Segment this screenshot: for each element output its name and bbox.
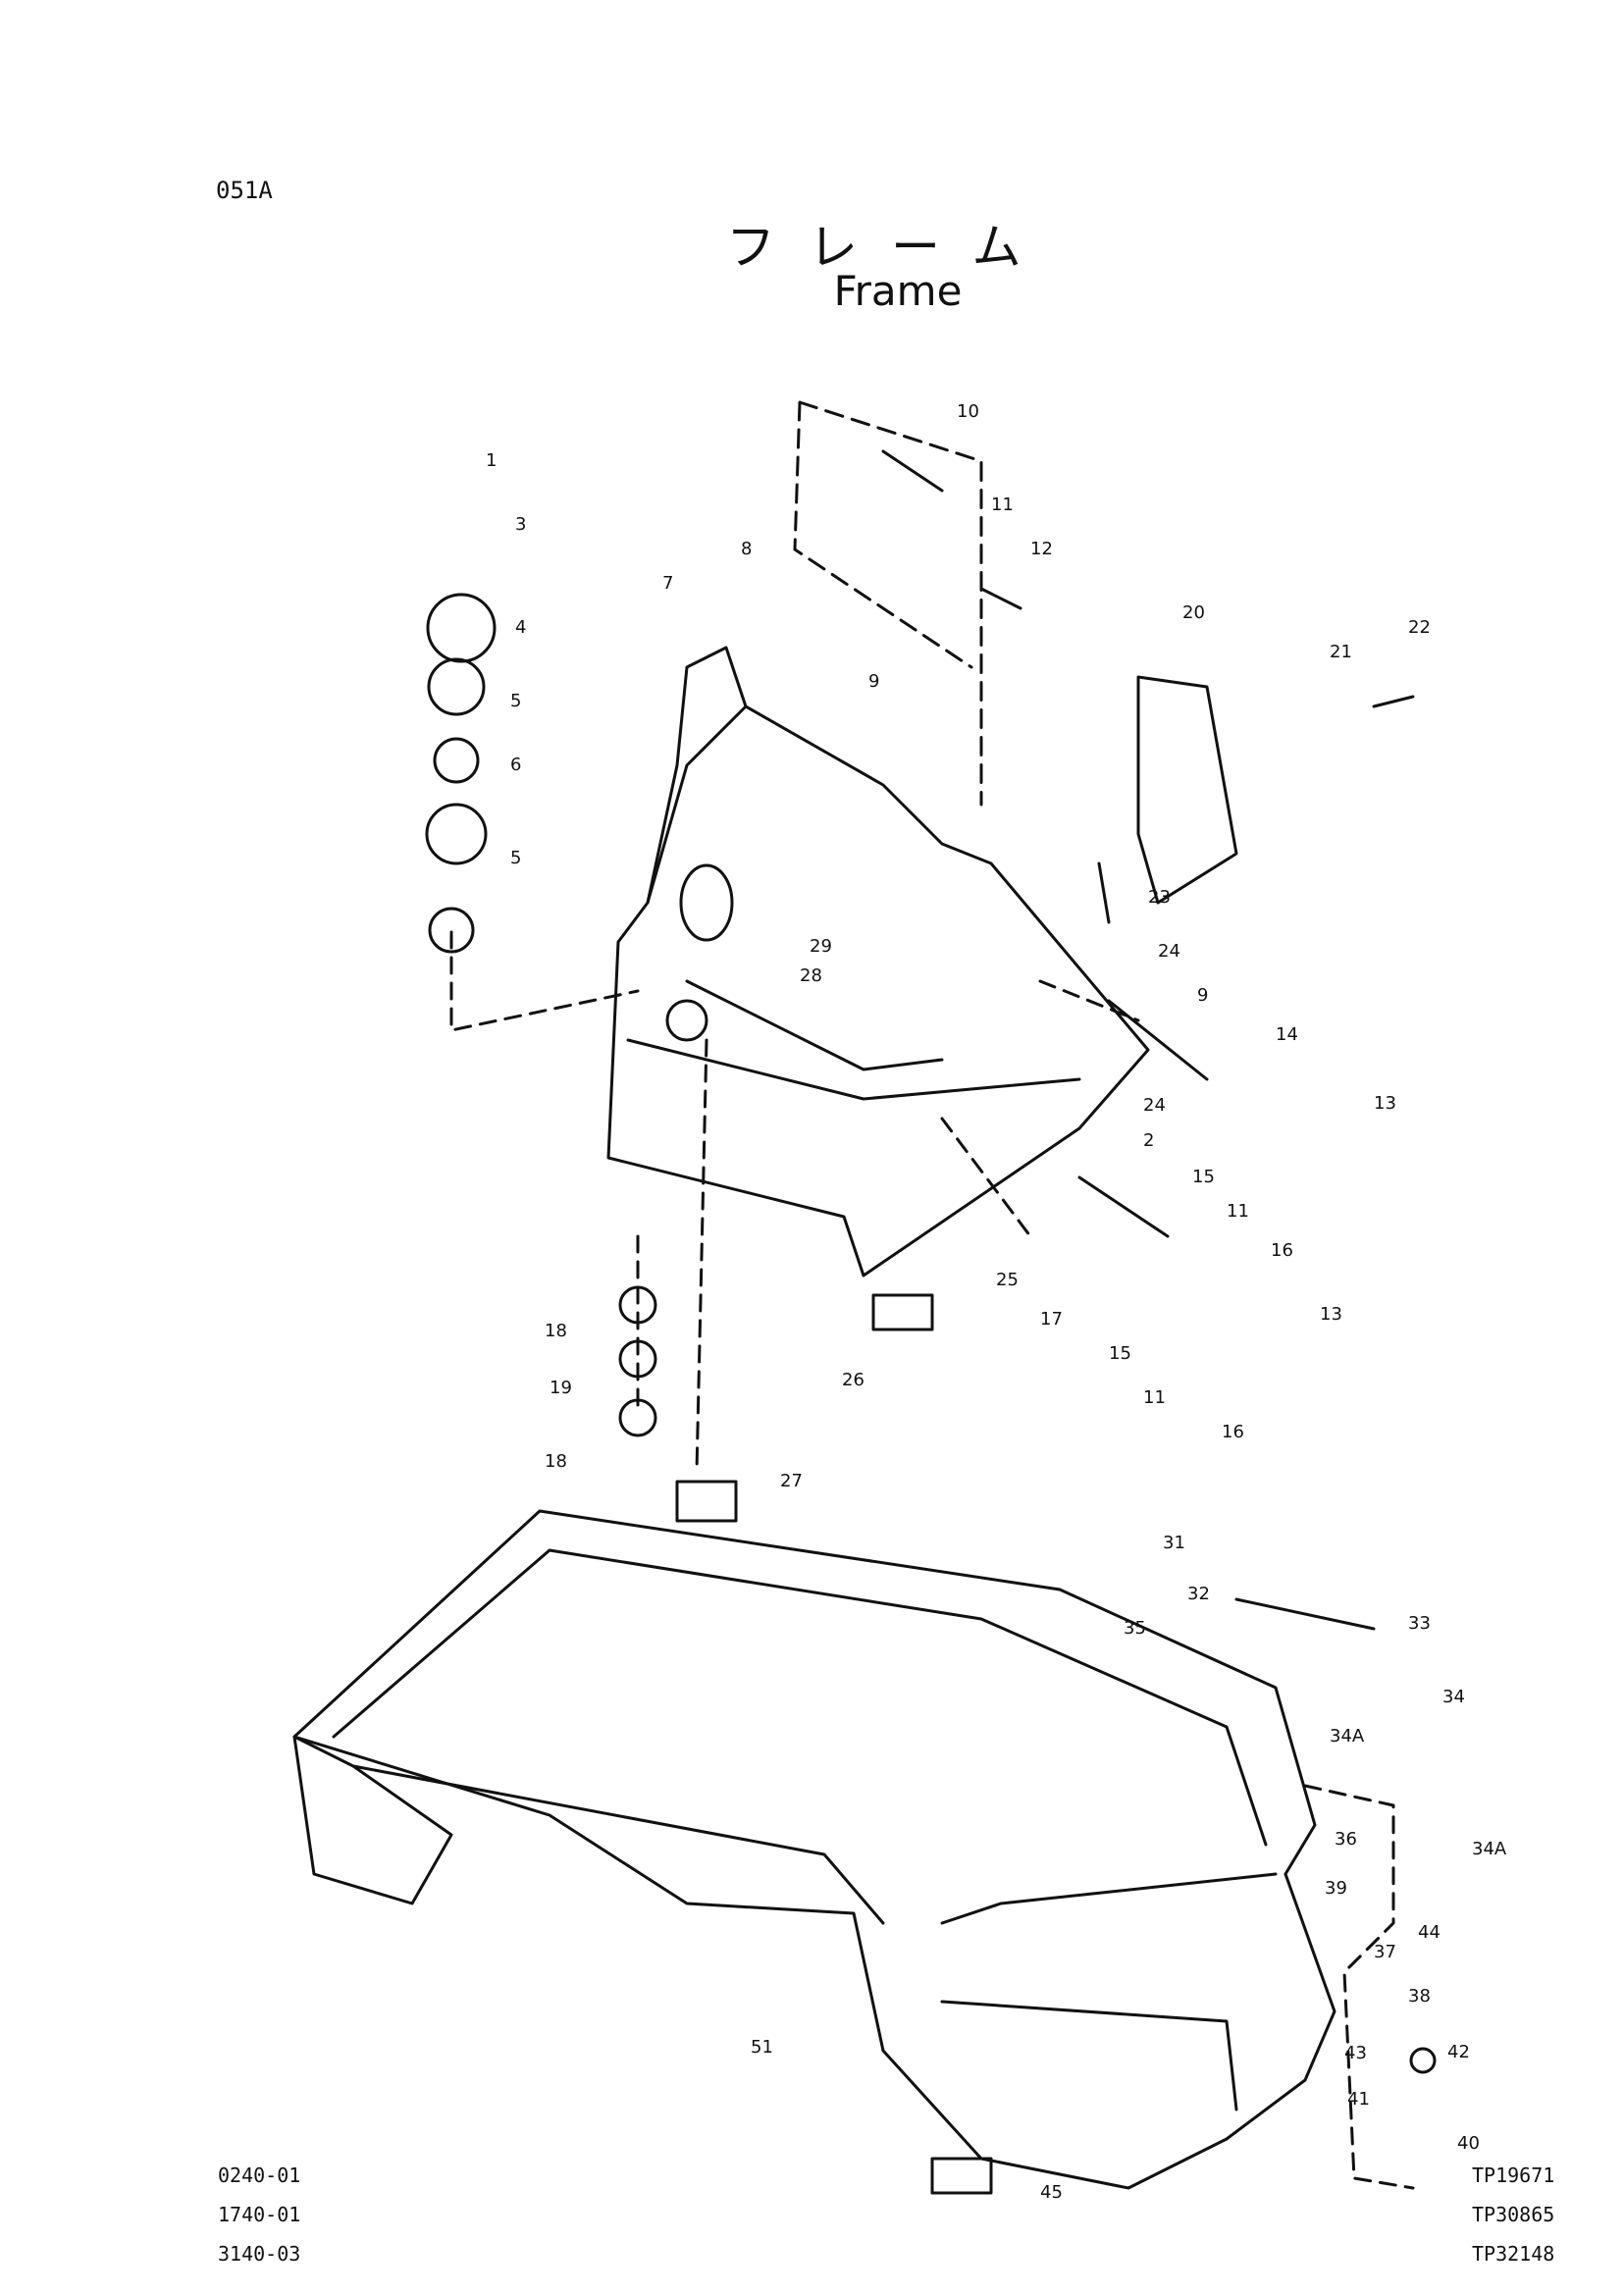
part-callout-13: 13: [1320, 1304, 1342, 1325]
leader-pins: [940, 979, 1140, 1238]
part-callout-28: 28: [800, 965, 822, 986]
ref-code: 0240-01: [218, 2164, 301, 2187]
part-callout-26: 26: [842, 1370, 864, 1390]
part-callout-23: 23: [1148, 887, 1171, 908]
washer-part: [618, 1398, 657, 1437]
washer-part: [618, 1339, 657, 1379]
part-callout-11: 11: [991, 495, 1014, 515]
washer-part: [426, 593, 497, 663]
left-end-plate: [292, 1735, 453, 1905]
washer-part: [428, 907, 475, 954]
ref-code: 1740-01: [218, 2203, 301, 2226]
part-callout-34A: 34A: [1472, 1839, 1507, 1859]
part-callout-36: 36: [1335, 1829, 1357, 1850]
leader-right-stack: [1303, 1784, 1415, 2190]
part-callout-43: 43: [1344, 2043, 1367, 2063]
part-callout-31: 31: [1163, 1533, 1185, 1553]
boss-bore: [679, 863, 734, 942]
part-callout-16: 16: [1222, 1422, 1244, 1442]
part-callout-8: 8: [741, 539, 752, 559]
part-callout-11: 11: [1227, 1201, 1249, 1222]
washer-part: [427, 657, 486, 716]
rubber-mount: [675, 1480, 738, 1523]
link-bar: [1234, 1597, 1376, 1631]
part-callout-41: 41: [1347, 2089, 1370, 2110]
swing-bracket-inner: [626, 704, 1081, 1101]
part-callout-42: 42: [1447, 2042, 1470, 2062]
part-callout-10: 10: [957, 401, 979, 422]
part-callout-18: 18: [545, 1451, 567, 1472]
swing-bracket-hole: [665, 999, 708, 1042]
revolving-frame: [292, 1509, 1336, 2190]
dashed-bracket-top: [793, 400, 983, 807]
part-callout-3: 3: [515, 514, 526, 535]
part-callout-12: 12: [1030, 539, 1053, 559]
part-callout-24: 24: [1158, 941, 1180, 962]
bolt-part: [979, 587, 1415, 924]
tp-code: TP19671: [1472, 2164, 1555, 2187]
part-callout-39: 39: [1325, 1878, 1347, 1899]
part-callout-9: 9: [1197, 985, 1208, 1006]
part-callout-35: 35: [1124, 1618, 1146, 1639]
part-callout-13: 13: [1374, 1093, 1396, 1114]
pin-part: [881, 449, 1209, 1238]
part-callout-22: 22: [1408, 617, 1431, 638]
tp-code: TP32148: [1472, 2242, 1555, 2266]
leader-mount-stack: [449, 930, 640, 1032]
pin-part-40: [1409, 2047, 1437, 2074]
part-callout-16: 16: [1271, 1240, 1293, 1261]
part-callout-6: 6: [510, 755, 521, 775]
part-callout-1: 1: [486, 450, 497, 471]
part-callout-33: 33: [1408, 1613, 1431, 1634]
ref-code: 3140-03: [218, 2242, 301, 2266]
part-callout-40: 40: [1457, 2133, 1480, 2154]
part-callout-21: 21: [1330, 642, 1352, 662]
part-callout-32: 32: [1187, 1584, 1210, 1604]
part-callout-18: 18: [545, 1321, 567, 1341]
washer-part: [425, 803, 488, 865]
block-part: [930, 2157, 993, 2195]
part-callout-9: 9: [868, 671, 879, 692]
part-callout-51: 51: [751, 2037, 773, 2058]
part-callout-2: 2: [1143, 1130, 1154, 1151]
cover-plate: [1136, 675, 1238, 905]
part-callout-5: 5: [510, 691, 521, 711]
part-callout-4: 4: [515, 617, 526, 638]
part-callout-24: 24: [1143, 1095, 1166, 1116]
part-callout-27: 27: [780, 1471, 803, 1491]
part-callout-44: 44: [1418, 1922, 1441, 1943]
part-callout-34A: 34A: [1330, 1726, 1365, 1747]
part-callout-45: 45: [1040, 2182, 1063, 2203]
part-callout-19: 19: [550, 1378, 572, 1398]
part-callout-7: 7: [662, 573, 673, 594]
part-callout-37: 37: [1374, 1942, 1396, 1962]
part-callout-38: 38: [1408, 1986, 1431, 2007]
leader-vertical: [636, 1038, 708, 1474]
tp-code: TP30865: [1472, 2203, 1555, 2226]
title-japanese: フレーム: [726, 219, 1055, 276]
part-callout-15: 15: [1192, 1167, 1215, 1187]
part-callout-25: 25: [996, 1270, 1019, 1290]
swing-bracket: [606, 646, 1150, 1277]
part-callout-17: 17: [1040, 1309, 1063, 1329]
part-callout-5: 5: [510, 848, 521, 868]
page-code: 051A: [216, 177, 273, 204]
revolving-frame-inner: [332, 1548, 1278, 2112]
title-english: Frame: [833, 267, 963, 315]
washer-part: [433, 737, 480, 784]
part-callout-34: 34: [1442, 1687, 1465, 1707]
block-part: [871, 1293, 934, 1331]
part-callout-15: 15: [1109, 1343, 1131, 1364]
part-callout-11: 11: [1143, 1387, 1166, 1408]
washer-part: [618, 1285, 657, 1325]
part-callout-14: 14: [1276, 1024, 1298, 1045]
part-callout-20: 20: [1182, 602, 1205, 623]
part-callout-29: 29: [810, 936, 832, 957]
